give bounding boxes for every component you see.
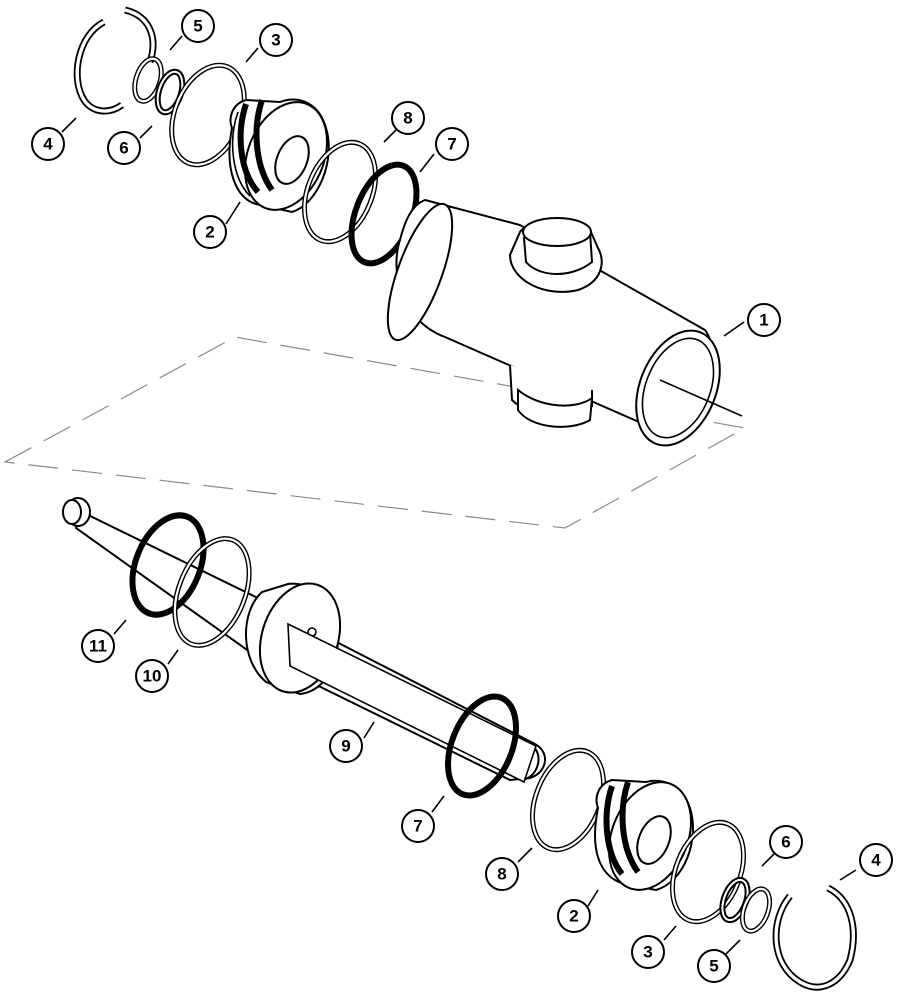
callout-7-upper: 7 — [435, 127, 469, 161]
callout-1: 1 — [747, 303, 781, 337]
gland-2-lower — [594, 778, 694, 892]
cylinder-barrel-1 — [386, 198, 743, 447]
callout-5-lower: 5 — [697, 949, 731, 983]
callout-5-upper: 5 — [181, 9, 215, 43]
svg-text:10: 10 — [143, 667, 162, 686]
svg-text:6: 6 — [781, 833, 790, 852]
o-ring-8-upper — [302, 139, 378, 245]
callout-6-lower: 6 — [769, 825, 803, 859]
piston-rod-9 — [62, 497, 546, 784]
svg-text:8: 8 — [403, 109, 412, 128]
svg-text:9: 9 — [341, 737, 350, 756]
svg-text:6: 6 — [119, 139, 128, 158]
callout-7-lower: 7 — [401, 809, 435, 843]
svg-text:7: 7 — [447, 135, 456, 154]
svg-text:11: 11 — [89, 637, 107, 656]
svg-text:4: 4 — [871, 851, 881, 870]
retaining-clip-lower — [772, 884, 857, 991]
piston-seal-10 — [172, 536, 252, 648]
svg-text:2: 2 — [205, 223, 214, 242]
backup-ring-3-lower — [670, 819, 746, 925]
callout-9: 9 — [329, 729, 363, 763]
seal-5-lower — [739, 886, 773, 934]
svg-text:3: 3 — [643, 943, 652, 962]
callout-11: 11 — [81, 629, 115, 663]
callout-8-lower: 8 — [485, 857, 519, 891]
svg-text:4: 4 — [43, 135, 53, 154]
callout-3-upper: 3 — [259, 23, 293, 57]
svg-text:7: 7 — [413, 817, 422, 836]
wear-ring-11 — [129, 512, 207, 618]
callout-2-upper: 2 — [193, 215, 227, 249]
svg-text:5: 5 — [193, 17, 202, 36]
svg-text:1: 1 — [759, 311, 768, 330]
callout-6-upper: 6 — [107, 131, 141, 165]
gland-2-upper — [228, 98, 330, 214]
svg-text:8: 8 — [497, 865, 506, 884]
callout-3-lower: 3 — [631, 935, 665, 969]
callout-2-lower: 2 — [557, 899, 591, 933]
retaining-clip-upper — [73, 6, 157, 115]
callout-4-lower: 4 — [859, 843, 893, 877]
callout-8-upper: 8 — [391, 101, 425, 135]
wiper-seal-7-lower — [445, 693, 519, 799]
svg-text:5: 5 — [709, 957, 718, 976]
svg-text:2: 2 — [569, 907, 578, 926]
callout-4-upper: 4 — [31, 127, 65, 161]
assembly-guide-dashed-line — [3, 336, 747, 529]
callout-10: 10 — [135, 659, 169, 693]
callout-leaders — [61, 35, 857, 955]
svg-text:3: 3 — [271, 31, 280, 50]
